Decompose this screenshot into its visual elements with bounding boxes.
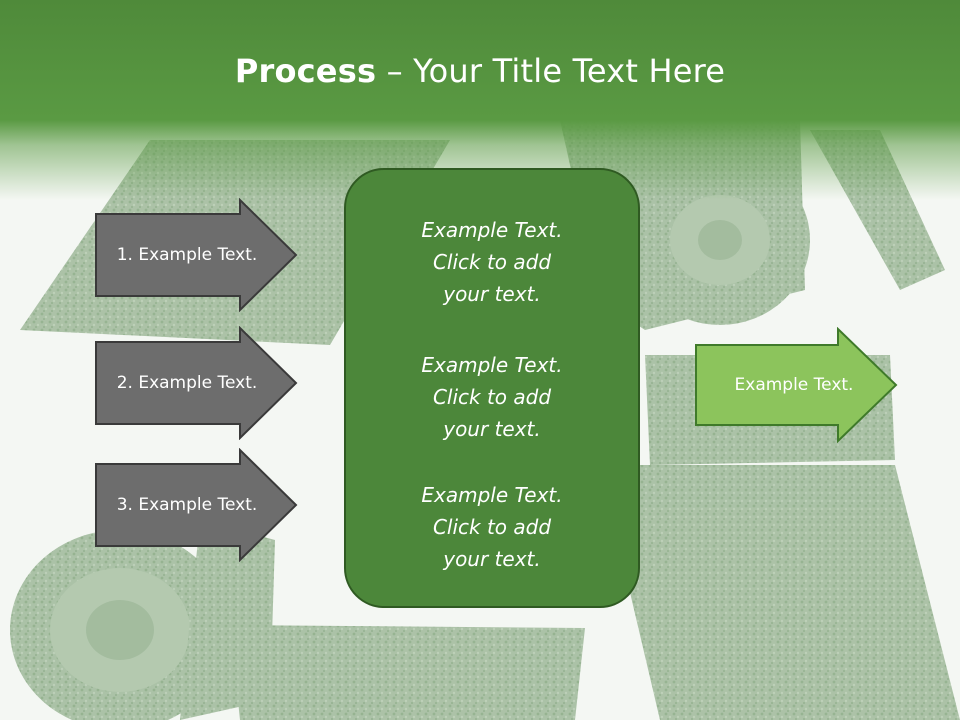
center-block-1-line-3: your text.	[443, 282, 541, 306]
result-arrow[interactable]: Example Text.	[694, 327, 900, 443]
center-block-2-line-3: your text.	[443, 417, 541, 441]
arrow-right-icon	[95, 448, 298, 562]
step-arrow-3[interactable]: 3. Example Text.	[94, 448, 300, 562]
step-label-1: 1. Example Text.	[116, 245, 258, 265]
center-block-3-line-1: Example Text.	[421, 483, 563, 507]
center-text-box[interactable]: Example Text. Click to add your text. Ex…	[344, 168, 640, 608]
step-arrow-2[interactable]: 2. Example Text.	[94, 326, 300, 440]
title-rest: – Your Title Text Here	[376, 52, 726, 90]
step-label-2: 2. Example Text.	[116, 373, 258, 393]
center-block-1-line-1: Example Text.	[421, 218, 563, 242]
header-band	[0, 0, 960, 200]
arrow-right-icon	[695, 327, 898, 443]
title-bold: Process	[234, 52, 377, 90]
arrow-right-icon	[95, 198, 298, 312]
result-label: Example Text.	[734, 375, 854, 395]
center-block-2-line-2: Click to add	[432, 385, 552, 409]
arrow-right-icon	[95, 326, 298, 440]
center-block-2: Example Text. Click to add your text.	[346, 349, 638, 445]
step-arrow-1[interactable]: 1. Example Text.	[94, 198, 300, 312]
step-label-3: 3. Example Text.	[116, 495, 258, 515]
center-block-1-line-2: Click to add	[432, 250, 552, 274]
center-block-3: Example Text. Click to add your text.	[346, 479, 638, 575]
center-block-3-line-2: Click to add	[432, 515, 552, 539]
center-block-2-line-1: Example Text.	[421, 353, 563, 377]
slide-title: Process – Your Title Text Here	[0, 52, 960, 90]
center-block-1: Example Text. Click to add your text.	[346, 214, 638, 310]
center-block-3-line-3: your text.	[443, 547, 541, 571]
